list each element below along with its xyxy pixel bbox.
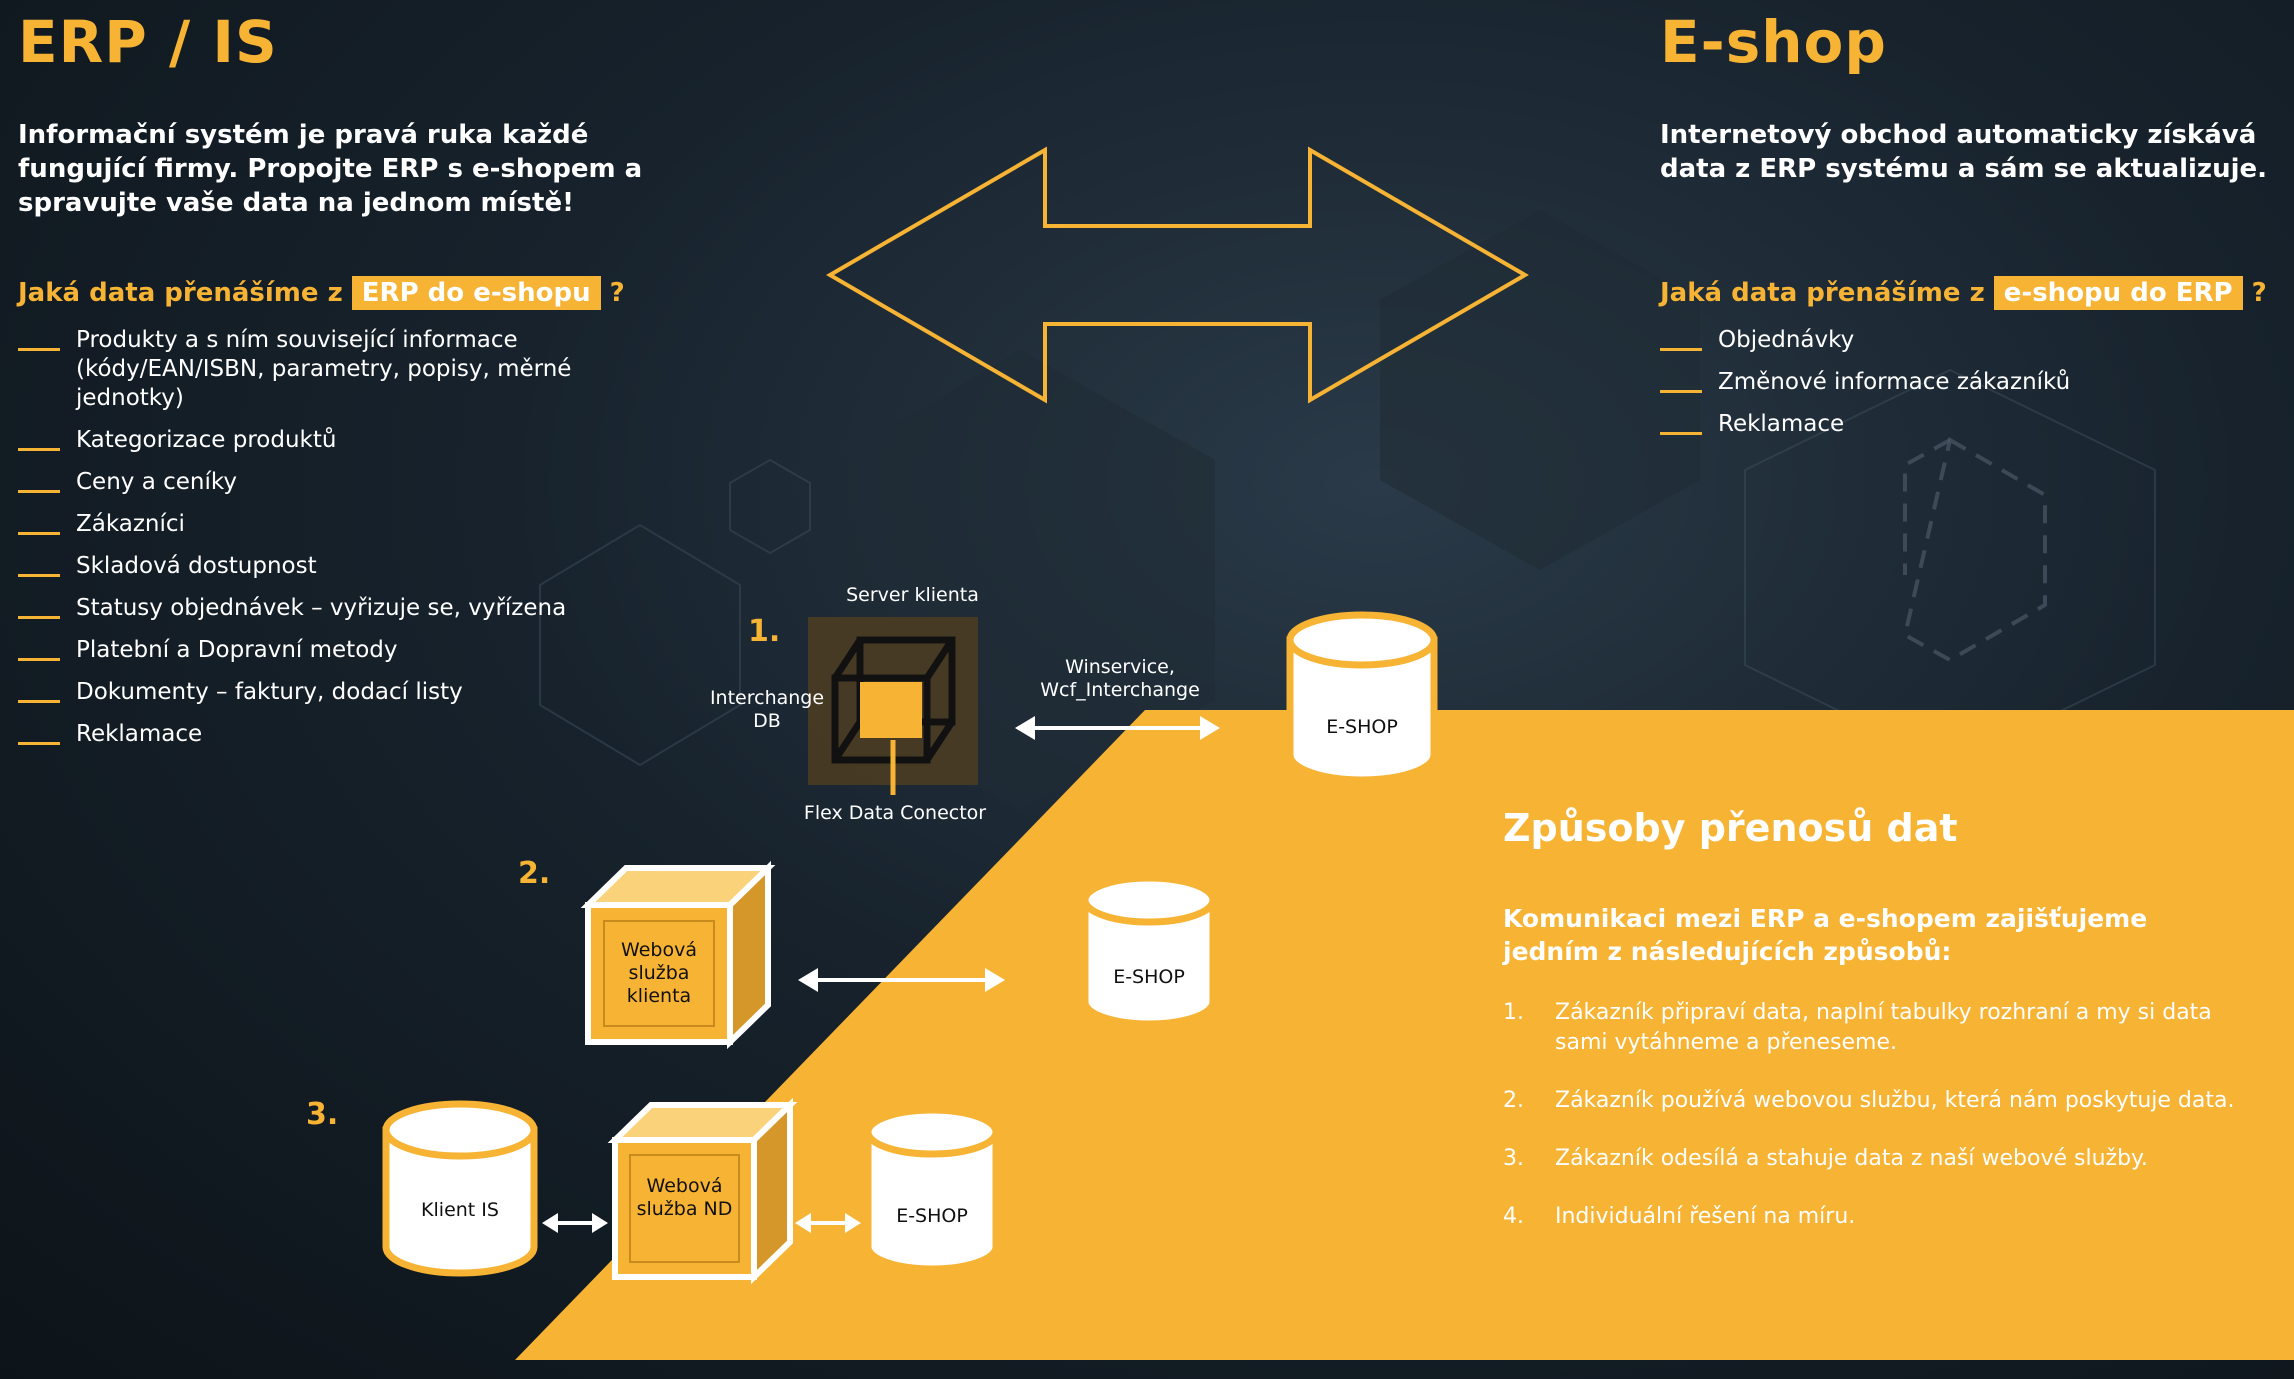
erp-intro: Informační systém je pravá ruka každé fu…: [18, 120, 643, 218]
eshop-intro: Internetový obchod automaticky získává d…: [1660, 120, 2268, 184]
cube-icon: [580, 860, 776, 1050]
eshop-question-suffix: ?: [2251, 278, 2267, 308]
list-item: 4.Individuální řešení na míru.: [1503, 1204, 1856, 1229]
list-item: Produkty a s ním související informace (…: [18, 326, 678, 413]
list-item: 2.Zákazník používá webovou službu, která…: [1503, 1088, 2235, 1113]
list-item: Platební a Dopravní metody: [18, 636, 678, 665]
erp-title: ERP / IS: [18, 8, 278, 76]
eshop-title: E-shop: [1660, 8, 1887, 76]
database-icon: [1081, 874, 1217, 1028]
connector-label: Flex Data Conector: [803, 802, 987, 824]
eshop-db-label: E-SHOP: [1326, 716, 1398, 738]
list-item: Kategorizace produktů: [18, 426, 678, 455]
list-item: Reklamace: [1660, 410, 2260, 439]
panel-subtitle: Komunikaci mezi ERP a e-shopem zajišťuje…: [1503, 904, 2148, 966]
interchange-db-label: Interchange DB: [709, 687, 825, 732]
bidirectional-arrow-icon: [542, 1213, 608, 1233]
eshop-question-prefix: Jaká data přenášíme z: [1660, 278, 1985, 308]
eshop-question: Jaká data přenášíme z e-shopu do ERP ?: [1660, 276, 2267, 310]
step3-number: 3.: [306, 1097, 339, 1132]
bidirectional-arrow-icon: [795, 1213, 861, 1233]
list-item: Reklamace: [18, 720, 678, 749]
server-label: Server klienta: [846, 584, 979, 606]
database-icon: [382, 1100, 538, 1277]
database-icon: [864, 1106, 1000, 1273]
eshop-question-highlight: e-shopu do ERP: [1993, 276, 2243, 310]
erp-question-prefix: Jaká data přenášíme z: [18, 278, 343, 308]
web-service-nd-label: Webová služba ND: [636, 1175, 733, 1220]
list-item: 1.Zákazník připraví data, naplní tabulky…: [1503, 1000, 2212, 1055]
step2-number: 2.: [518, 856, 551, 891]
web-service-client-label: Webová služba klienta: [621, 939, 697, 1007]
double-arrow-icon: [826, 146, 1529, 404]
eshop-db-label: E-SHOP: [896, 1205, 968, 1227]
list-item: Dokumenty – faktury, dodací listy: [18, 678, 678, 707]
panel-title: Způsoby přenosů dat: [1503, 806, 1958, 850]
cube-icon: [808, 617, 978, 795]
eshop-db-label: E-SHOP: [1113, 966, 1185, 988]
step1-number: 1.: [748, 614, 781, 649]
database-icon: [1286, 611, 1438, 784]
erp-question-suffix: ?: [609, 278, 625, 308]
list-item: Změnové informace zákazníků: [1660, 368, 2260, 397]
erp-question: Jaká data přenášíme z ERP do e-shopu ?: [18, 276, 625, 310]
list-item: 3.Zákazník odesílá a stahuje data z naší…: [1503, 1146, 2148, 1171]
list-item: Zákazníci: [18, 510, 678, 539]
list-item: Ceny a ceníky: [18, 468, 678, 497]
list-item: Skladová dostupnost: [18, 552, 678, 581]
erp-question-highlight: ERP do e-shopu: [351, 276, 601, 310]
cube-icon: [607, 1097, 798, 1285]
list-item: Statusy objednávek – vyřizuje se, vyříze…: [18, 594, 678, 623]
eshop-data-list: Objednávky Změnové informace zákazníků R…: [1660, 326, 2260, 452]
erp-data-list: Produkty a s ním související informace (…: [18, 326, 678, 762]
bidirectional-arrow-icon: [1015, 716, 1220, 740]
link-label: Winservice, Wcf_Interchange: [1040, 656, 1200, 701]
list-item: Objednávky: [1660, 326, 2260, 355]
client-is-label: Klient IS: [421, 1199, 499, 1221]
bidirectional-arrow-icon: [798, 968, 1005, 992]
transfer-methods-list: 1.Zákazník připraví data, naplní tabulky…: [1503, 998, 2243, 1260]
